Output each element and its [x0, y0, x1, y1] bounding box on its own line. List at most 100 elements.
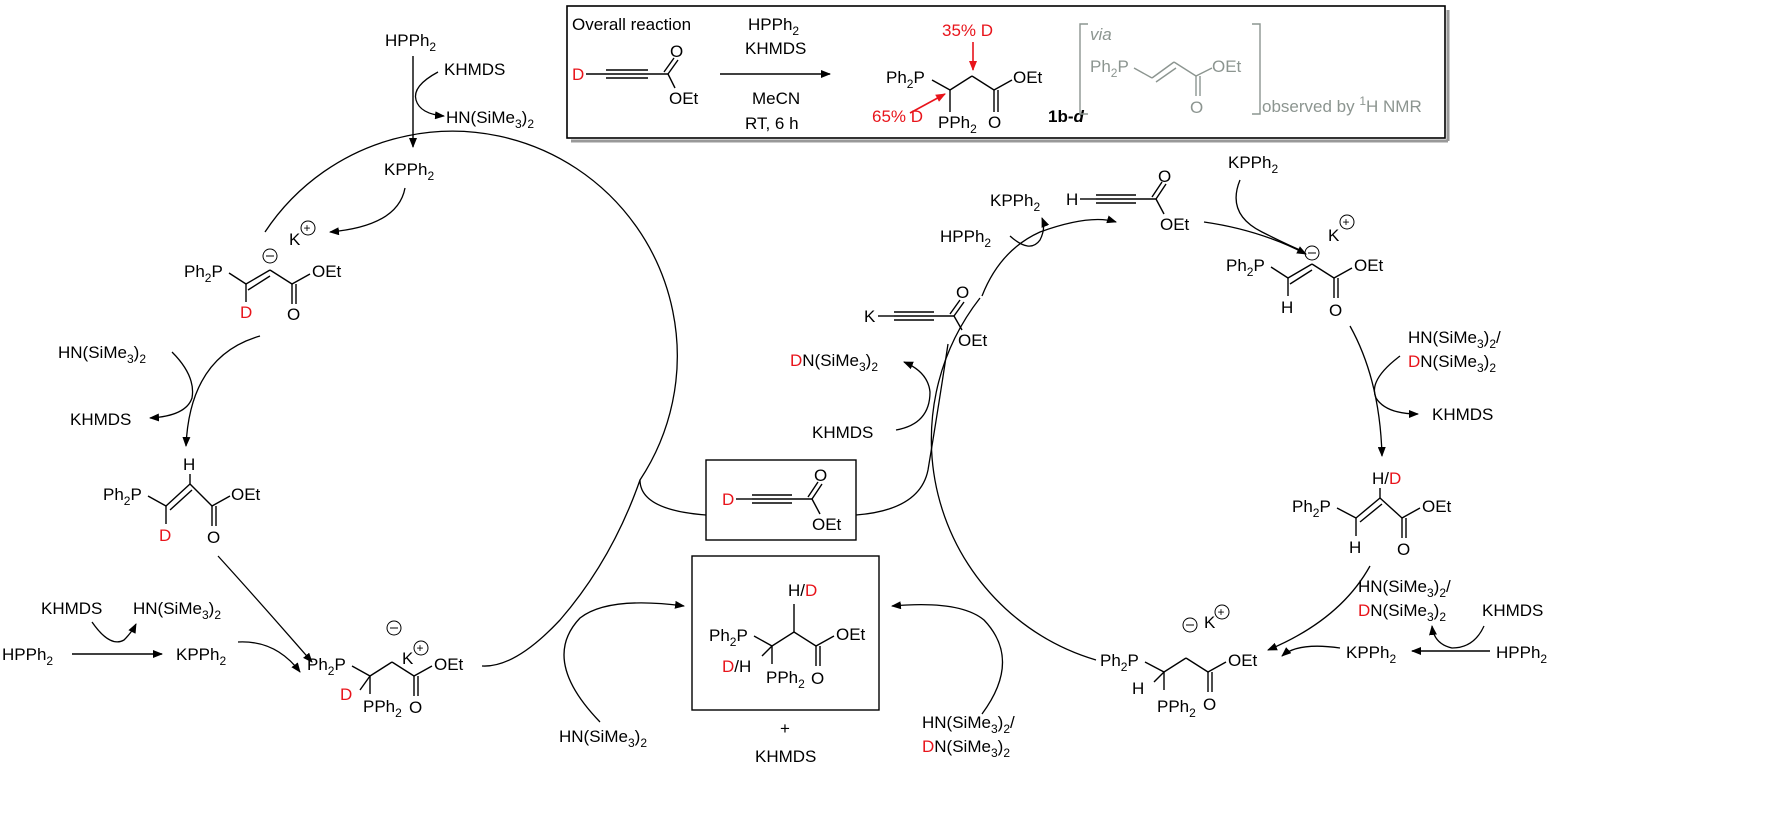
center-product: H/D Ph2P OEt O D/H PPh2 — [691, 555, 880, 711]
svg-text:O: O — [287, 305, 300, 324]
svg-text:OEt: OEt — [231, 485, 261, 504]
svg-text:O: O — [988, 113, 1001, 132]
hpph2-rt: HPPh2 — [940, 227, 991, 250]
kpph2-bl: KPPh2 — [176, 645, 226, 668]
hmds-bl: HN(SiMe3)2 — [133, 599, 221, 622]
hmds-bc: HN(SiMe3)2 — [559, 727, 647, 750]
compound-label: 1b-d — [1048, 107, 1085, 126]
bottom-left-deprotonation: KHMDS HN(SiMe3)2 HPPh2 KPPh2 — [2, 599, 301, 673]
kpph2-br: KPPh2 — [1346, 643, 1396, 666]
hmds-top: HN(SiMe3)2 — [446, 108, 534, 131]
svg-text:PPh2: PPh2 — [1157, 697, 1196, 720]
right-intermediate-1: K + Ph2P OEt O H — [1226, 214, 1384, 320]
svg-text:O: O — [1158, 167, 1171, 186]
svg-text:O: O — [409, 698, 422, 717]
kpph2-right-arrow — [1235, 179, 1301, 251]
deuterium-label: D — [572, 65, 584, 84]
svg-text:Ph2P: Ph2P — [103, 485, 142, 508]
svg-text:O: O — [1203, 695, 1216, 714]
bottom-center-left: HN(SiMe3)2 — [559, 600, 685, 750]
right-step-2-arrow — [1267, 565, 1371, 651]
bottom-right-deprotonation: HN(SiMe3)2/ DN(SiMe3)2 KHMDS HPPh2 KPPh2 — [1281, 577, 1547, 666]
svg-text:OEt: OEt — [1422, 497, 1452, 516]
svg-text:OEt: OEt — [1354, 256, 1384, 275]
hmds-left-1: HN(SiMe3)2 — [58, 343, 146, 366]
svg-text:PPh2: PPh2 — [766, 668, 805, 691]
d-propiolate-overall: D O OEt — [572, 42, 699, 108]
svg-text:D: D — [240, 303, 252, 322]
h-propiolate: H O OEt — [1066, 167, 1190, 234]
svg-text:H: H — [1132, 679, 1144, 698]
hmds-bcr: HN(SiMe3)2/ — [922, 713, 1015, 736]
svg-text:K: K — [402, 649, 414, 668]
khmds-rc: KHMDS — [812, 423, 873, 442]
svg-text:Ph2P: Ph2P — [1292, 497, 1331, 520]
khmds-r1: KHMDS — [1432, 405, 1493, 424]
svg-text:H: H — [1349, 538, 1361, 557]
svg-text:OEt: OEt — [836, 625, 866, 644]
svg-text:PPh2: PPh2 — [363, 697, 402, 720]
right-intermediate-2: H/D Ph2P OEt O H — [1292, 469, 1452, 559]
svg-text:OEt: OEt — [434, 655, 464, 674]
svg-text:Ph2P: Ph2P — [886, 68, 925, 91]
h-alkyne-to-anion-arrow — [1203, 221, 1307, 255]
observed-note: observed by 1H NMR — [1262, 94, 1422, 116]
svg-text:K: K — [1204, 613, 1216, 632]
conditions: RT, 6 h — [745, 114, 799, 133]
left-cycle-arc — [264, 130, 707, 516]
svg-text:O: O — [207, 528, 220, 547]
dmds-rc: DN(SiMe3)2 — [790, 351, 878, 374]
svg-text:OEt: OEt — [812, 515, 842, 534]
khmds-left-1: KHMDS — [70, 410, 131, 429]
top-left-deprotonation: HPPh2 KHMDS HN(SiMe3)2 KPPh2 — [329, 31, 534, 236]
svg-text:Ph2P: Ph2P — [1100, 651, 1139, 674]
kpph2-rt: KPPh2 — [990, 191, 1040, 214]
svg-text:O: O — [1190, 98, 1203, 117]
svg-text:H: H — [1281, 298, 1293, 317]
svg-text:O: O — [814, 466, 827, 485]
svg-text:+: + — [1343, 215, 1350, 229]
hpph2-br: HPPh2 — [1496, 643, 1547, 666]
right-inner-arc — [855, 343, 949, 516]
svg-text:+: + — [1218, 605, 1225, 619]
center-d-propiolate: D O OEt — [705, 459, 857, 541]
svg-text:O: O — [1329, 301, 1342, 320]
svg-text:Ph2P: Ph2P — [1090, 57, 1129, 80]
hmds-r1: HN(SiMe3)2/ — [1408, 328, 1501, 351]
svg-text:Ph2P: Ph2P — [709, 626, 748, 649]
kpph2-top: KPPh2 — [384, 160, 434, 183]
hpph2-top: HPPh2 — [385, 31, 436, 54]
svg-text:Ph2P: Ph2P — [184, 262, 223, 285]
svg-text:OEt: OEt — [958, 331, 988, 350]
solvent: MeCN — [752, 89, 800, 108]
svg-text:H: H — [1066, 190, 1078, 209]
svg-text:PPh2: PPh2 — [938, 113, 977, 136]
svg-text:O: O — [670, 42, 683, 61]
overall-reaction-box: Overall reaction D O OEt HPPh2 KHMDS MeC… — [566, 5, 1450, 143]
via-label: via — [1090, 25, 1112, 44]
svg-text:OEt: OEt — [312, 262, 342, 281]
left-intermediate-1: K + Ph2P OEt O D — [184, 220, 342, 324]
svg-text:O: O — [956, 283, 969, 302]
left-step-2-arrow — [217, 555, 313, 663]
right-step-1: HN(SiMe3)2/ DN(SiMe3)2 KHMDS — [1349, 325, 1501, 457]
svg-text:H/D: H/D — [1372, 469, 1401, 488]
svg-text:K: K — [864, 307, 876, 326]
via-intermediate: via Ph2P O OEt observed by 1H NMR — [1079, 23, 1422, 117]
svg-text:OEt: OEt — [1160, 215, 1190, 234]
kpph2-hpph2-exchange: KPPh2 HPPh2 — [940, 191, 1050, 250]
svg-text:+: + — [304, 221, 311, 235]
left-cycle-lower-arc — [481, 479, 641, 667]
svg-text:O: O — [811, 669, 824, 688]
bottom-right-anion: K + Ph2P OEt O H PPh2 — [1100, 604, 1258, 720]
left-intermediate-2: H Ph2P OEt O D — [103, 455, 261, 547]
svg-text:Ph2P: Ph2P — [307, 655, 346, 678]
svg-text:+: + — [417, 641, 424, 655]
svg-text:Ph2P: Ph2P — [1226, 256, 1265, 279]
svg-text:D: D — [340, 685, 352, 704]
kpph2-right: KPPh2 — [1228, 153, 1278, 176]
left-step-1: HN(SiMe3)2 KHMDS — [58, 335, 261, 447]
pct-top: 35% D — [942, 21, 993, 40]
product-1b-d: 35% D Ph2P O OEt PPh2 65% D 1b-d — [872, 21, 1085, 136]
